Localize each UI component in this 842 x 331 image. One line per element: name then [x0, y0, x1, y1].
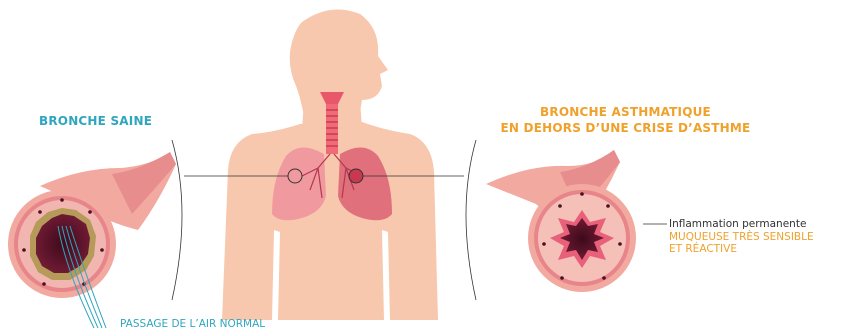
mucosa-line1: MUQUEUSE TRÈS SENSIBLE	[669, 231, 814, 243]
asthmatic-bronchus-title: BRONCHE ASTHMATIQUE EN DEHORS D’UNE CRIS…	[488, 104, 763, 136]
body-silhouette	[222, 10, 438, 321]
healthy-bronchus-title: BRONCHE SAINE	[39, 113, 152, 129]
asthmatic-bronchus	[486, 150, 636, 292]
asthmatic-title-line2: EN DEHORS D’UNE CRISE D’ASTHME	[488, 120, 763, 136]
inflammation-label: Inflammation permanente	[669, 218, 806, 230]
mucosa-label: MUQUEUSE TRÈS SENSIBLE ET RÉACTIVE	[669, 231, 814, 255]
mucosa-line2: ET RÉACTIVE	[669, 243, 814, 255]
healthy-bronchus	[8, 152, 176, 298]
airflow-label: PASSAGE DE L’AIR NORMAL	[120, 318, 265, 330]
asthmatic-title-line1: BRONCHE ASTHMATIQUE	[488, 104, 763, 120]
